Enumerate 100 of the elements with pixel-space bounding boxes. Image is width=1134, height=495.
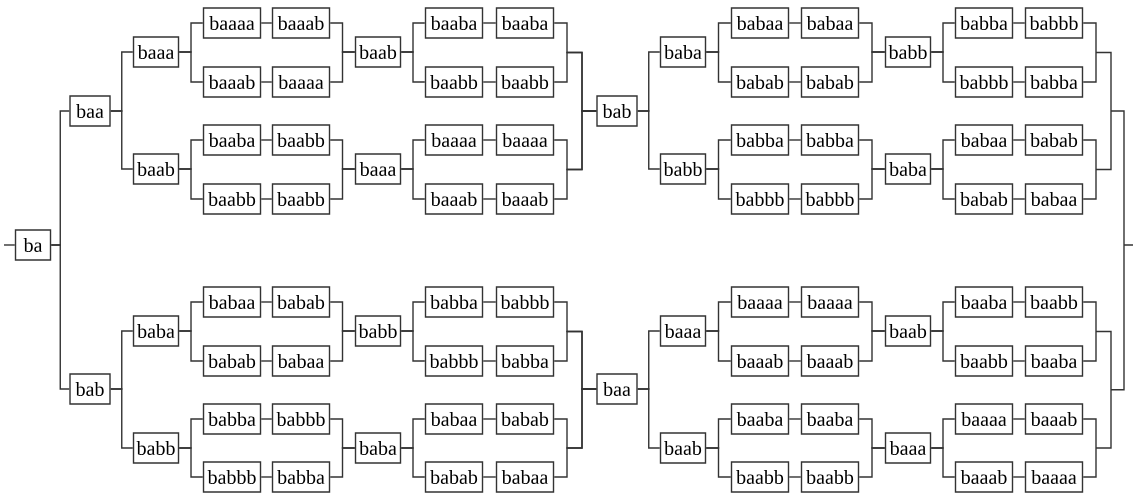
connector-line xyxy=(400,447,426,478)
label-box: babb xyxy=(659,153,707,185)
connector-line xyxy=(482,81,497,83)
connector-line xyxy=(858,168,886,200)
connector-line xyxy=(329,447,356,478)
label-box: baba xyxy=(659,36,707,68)
connector-line xyxy=(1012,360,1026,362)
connector-line xyxy=(930,330,956,362)
connector-line xyxy=(930,168,956,200)
label-box: baabb xyxy=(495,66,555,98)
connector-line xyxy=(260,22,273,24)
connector-line xyxy=(400,51,426,83)
label-box: baabb xyxy=(800,461,860,493)
label-box: baabb xyxy=(954,345,1014,377)
label-box: baaaa xyxy=(730,286,790,318)
connector-line xyxy=(788,301,802,303)
connector-line xyxy=(705,330,732,362)
label-box: babbb xyxy=(424,345,484,377)
label-box: babab xyxy=(1024,124,1084,156)
connector-line xyxy=(482,476,497,478)
connector-line xyxy=(400,330,426,362)
label-box: baaa xyxy=(354,153,402,185)
label-box: baaba xyxy=(1024,345,1084,377)
label-box: baaab xyxy=(495,183,555,215)
label-box: babba xyxy=(954,7,1014,39)
label-box: babab xyxy=(495,403,555,435)
connector-line xyxy=(788,139,802,141)
label-box: baaaa xyxy=(954,403,1014,435)
connector-line xyxy=(1012,22,1026,24)
label-box: babbb xyxy=(954,66,1014,98)
connector-line xyxy=(858,447,886,478)
label-box: babba xyxy=(271,461,331,493)
connector-line xyxy=(1012,139,1026,141)
label-box: ba xyxy=(14,229,52,261)
connector-line xyxy=(788,360,802,362)
connector-line xyxy=(1012,81,1026,83)
connector-line xyxy=(260,139,273,141)
connector-line xyxy=(482,22,497,24)
connector-line xyxy=(1082,418,1097,478)
connector-line xyxy=(178,330,204,362)
connector-line xyxy=(178,168,204,200)
label-box: baaab xyxy=(954,461,1014,493)
connector-line xyxy=(3,244,16,246)
label-box: babab xyxy=(954,183,1014,215)
connector-line xyxy=(1082,301,1097,362)
label-box: baaba xyxy=(495,7,555,39)
label-box: babaa xyxy=(730,7,790,39)
label-box: babbb xyxy=(495,286,555,318)
label-box: babab xyxy=(800,66,860,98)
connector-line xyxy=(260,476,273,478)
label-box: babb xyxy=(884,36,932,68)
label-box: baaaa xyxy=(271,66,331,98)
connector-line xyxy=(788,81,802,83)
connector-line xyxy=(788,418,802,420)
label-box: baabb xyxy=(424,66,484,98)
label-box: babbb xyxy=(271,403,331,435)
label-box: baaaa xyxy=(1024,461,1084,493)
connector-line xyxy=(400,168,426,200)
label-box: babb xyxy=(354,315,402,347)
label-box: baabb xyxy=(730,461,790,493)
label-box: baba xyxy=(354,432,402,464)
connector-line xyxy=(482,139,497,141)
label-box: baab xyxy=(132,153,180,185)
connector-line xyxy=(482,418,497,420)
connector-line xyxy=(858,330,886,362)
label-box: baabb xyxy=(271,183,331,215)
label-box: babaa xyxy=(202,286,262,318)
connector-line xyxy=(1082,139,1097,200)
connector-line xyxy=(930,51,956,83)
label-box: babba xyxy=(202,403,262,435)
label-box: babaa xyxy=(271,345,331,377)
connector-line xyxy=(260,301,273,303)
connector-line xyxy=(329,51,356,83)
connector-line xyxy=(260,198,273,200)
label-box: baab xyxy=(884,315,932,347)
label-box: baab xyxy=(659,432,707,464)
label-box: babaa xyxy=(1024,183,1084,215)
label-box: baaba xyxy=(730,403,790,435)
connector-line xyxy=(788,22,802,24)
label-box: baaaa xyxy=(495,124,555,156)
label-box: babaa xyxy=(424,403,484,435)
label-box: baaab xyxy=(424,183,484,215)
connector-line xyxy=(637,388,661,449)
connector-line xyxy=(553,388,597,478)
connector-line xyxy=(329,330,356,362)
connector-line xyxy=(260,360,273,362)
label-box: baaab xyxy=(271,7,331,39)
connector-line xyxy=(482,360,497,362)
connector-line xyxy=(1082,22,1097,83)
label-box: baaab xyxy=(800,345,860,377)
connector-line xyxy=(788,198,802,200)
label-box: baa xyxy=(69,95,111,127)
label-box: baba xyxy=(132,315,180,347)
label-box: babaa xyxy=(495,461,555,493)
label-box: babaa xyxy=(800,7,860,39)
label-box: babab xyxy=(424,461,484,493)
label-box: babb xyxy=(132,432,180,464)
label-box: baaa xyxy=(659,315,707,347)
label-box: bab xyxy=(596,95,638,127)
connector-line xyxy=(260,418,273,420)
